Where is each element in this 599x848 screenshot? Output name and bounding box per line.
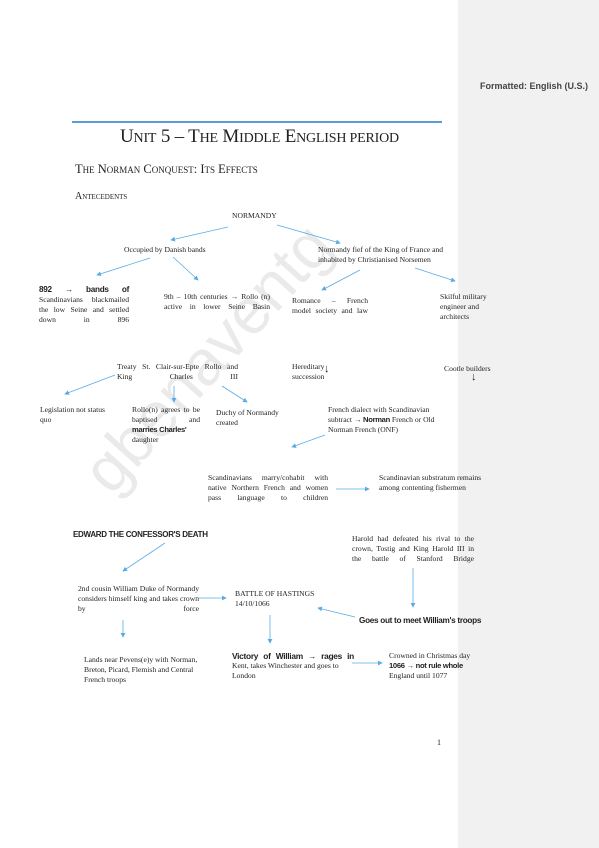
node-rollo-baptised: Rollo(n) agrees to be baptised and marri… (132, 405, 200, 444)
page-title: UNIT 5 – THE MIDDLE ENGLISH PERIOD (120, 126, 399, 147)
node-legislation: Legislation not status quo (40, 405, 105, 424)
node-battle-hastings: BATTLE OF HASTINGS 14/10/1066 (235, 589, 315, 608)
cootle-arrow: ↓ (471, 371, 477, 383)
document-page (0, 0, 458, 848)
node-cootle: Cootle builders (444, 364, 491, 373)
node-victory: Victory of William → rages in Kent, take… (232, 651, 354, 680)
diagram-arrows (64, 224, 456, 666)
node-centuries: 9th – 10th centuries → Rollo (n) active … (164, 292, 270, 311)
node-edward-death: EDWARD THE CONFESSOR'S DEATH (73, 530, 208, 539)
node-dialect: French dialect with Scandinavian subtrac… (328, 405, 435, 434)
node-marry-cohabit: Scandinavians marry/cohabit with native … (208, 473, 328, 502)
arrow-normandy-danish (170, 226, 229, 242)
section-heading: Antecedents (75, 191, 128, 202)
node-crowned: Crowned in Christmas day 1066 → not rule… (389, 651, 471, 680)
node-normandy: NORMANDY (232, 211, 277, 220)
formatted-comment: Formatted: English (U.S.) (480, 81, 588, 91)
title-rule (72, 121, 442, 123)
arrow-edward-cousin (122, 542, 166, 572)
node-cousin-william: 2nd cousin William Duke of Normandy cons… (78, 584, 199, 613)
node-norman-fief: Normandy fief of the King of France and … (318, 245, 444, 264)
node-hereditary: Hereditary succession (292, 362, 325, 381)
arrow-fief-romance (321, 269, 361, 291)
arrow-fief-military (414, 267, 456, 283)
node-duchy: Duchy of Normandy created (216, 408, 279, 427)
section-subtitle: The Norman Conquest: Its Effects (75, 162, 258, 176)
hereditary-arrow: ↓ (324, 363, 330, 375)
node-lands-pevensey: Lands near Pevens(e)y with Norman, Breto… (84, 655, 198, 684)
page-number: 1 (437, 738, 441, 747)
node-substratum: Scandinavian substratum remains among co… (379, 473, 482, 492)
comment-sidebar (458, 0, 599, 848)
node-harold: Harold had defeated his rival to the cro… (352, 534, 474, 563)
arrow-treaty-legislation (64, 374, 116, 395)
arrow-dialect-marry (291, 434, 326, 448)
arrow-normandy-fief (276, 224, 341, 245)
node-892-bands: 892 → bands of Scandinavians blackmailed… (39, 285, 129, 324)
arrow-treaty-duchy (221, 385, 248, 403)
node-goes-out: Goes out to meet William's troops (359, 616, 482, 625)
node-danish-bands: Occupied by Danish bands (124, 245, 206, 254)
node-military: Skilful military engineer and architects (440, 292, 487, 321)
arrow-danish-centuries (172, 256, 199, 281)
arrow-goes-battle (317, 606, 356, 618)
arrow-danish-892 (96, 257, 151, 277)
node-treaty: Treaty St. Clair-sur-Epte Rollo and King… (117, 362, 238, 381)
node-romance: Romance – French model society and law (292, 296, 368, 315)
